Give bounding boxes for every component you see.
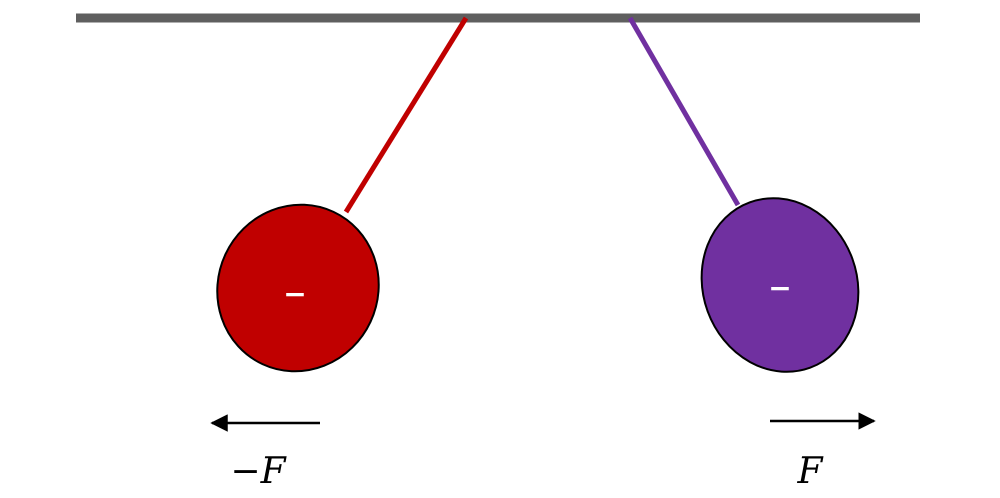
right-string — [627, 16, 741, 207]
left-ball — [216, 203, 380, 373]
left-ball-charge-sign: − — [283, 278, 306, 311]
left-string — [343, 16, 469, 214]
right-ball-charge-sign: − — [768, 272, 791, 305]
right-force-label: F — [797, 451, 825, 492]
left-force-label: −F — [230, 451, 287, 492]
right-ball — [700, 197, 860, 373]
